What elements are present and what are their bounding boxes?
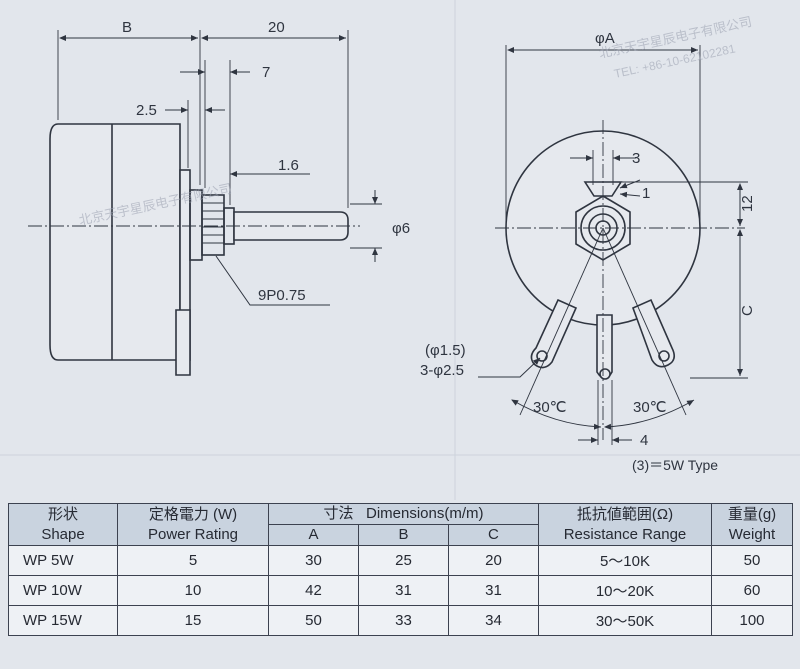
- hole-label-2: 3-φ2.5: [420, 362, 464, 379]
- header-dim-c: C: [447, 524, 540, 546]
- cell-power: 10: [117, 575, 269, 606]
- header-dimensions: 寸法 Dimensions(m/m): [268, 503, 539, 525]
- cell-power: 5: [117, 545, 269, 576]
- cell-a: 42: [268, 575, 359, 606]
- dim-1-6-label: 1.6: [278, 157, 299, 174]
- thread-label: 9P0.75: [258, 287, 306, 304]
- cell-a: 50: [268, 605, 359, 636]
- dim-phia-label: φA: [595, 30, 615, 47]
- cell-b: 25: [357, 545, 449, 576]
- type-note: (3)＝5W Type: [632, 457, 719, 473]
- table-row: WP 10W 10 42 31 31 10～20K 60: [8, 575, 793, 606]
- cell-a: 30: [268, 545, 359, 576]
- cell-shape: WP 15W: [8, 605, 118, 636]
- dim-12-label: 12: [739, 195, 756, 212]
- cell-range: 10～20K: [538, 575, 712, 606]
- dim-c-label: C: [739, 305, 756, 316]
- header-dim-a: A: [268, 524, 359, 546]
- header-dim-b: B: [357, 524, 449, 546]
- table-row: WP 15W 15 50 33 34 30～50K 100: [8, 605, 793, 636]
- angle-right-label: 30℃: [633, 399, 667, 416]
- cell-shape: WP 5W: [8, 545, 118, 576]
- side-view-labels: B 20 7 2.5 1.6 φ6 9P0.75: [122, 19, 410, 304]
- dim-2-5-label: 2.5: [136, 102, 157, 119]
- cell-weight: 50: [711, 545, 793, 576]
- cell-b: 31: [357, 575, 449, 606]
- header-weight: 重量(g) Weight: [711, 503, 793, 546]
- dim-7-label: 7: [262, 64, 270, 81]
- header-resistance: 抵抗値範囲(Ω) Resistance Range: [538, 503, 712, 546]
- cell-power: 15: [117, 605, 269, 636]
- dim-4-label: 4: [640, 432, 648, 449]
- dim-1-label: 1: [642, 185, 650, 202]
- header-power: 定格電力 (W) Power Rating: [117, 503, 269, 546]
- front-view-labels: φA 3 1 12 C (φ1.5) 3-φ2.5 30℃ 30℃ 4: [420, 30, 756, 449]
- dim-b-label: B: [122, 19, 132, 36]
- cell-range: 5～10K: [538, 545, 712, 576]
- cell-weight: 100: [711, 605, 793, 636]
- background-lines: [0, 0, 800, 500]
- cell-c: 34: [447, 605, 540, 636]
- table-row: WP 5W 5 30 25 20 5～10K 50: [8, 545, 793, 576]
- cell-c: 20: [447, 545, 540, 576]
- technical-drawing: B 20 7 2.5 1.6 φ6 9P0.75: [0, 0, 800, 500]
- cell-weight: 60: [711, 575, 793, 606]
- header-shape: 形状 Shape: [8, 503, 118, 546]
- dim-3-label: 3: [632, 150, 640, 167]
- cell-b: 33: [357, 605, 449, 636]
- dim-phi6-label: φ6: [392, 220, 410, 237]
- hole-label-1: (φ1.5): [425, 342, 466, 359]
- angle-left-label: 30℃: [533, 399, 567, 416]
- cell-range: 30～50K: [538, 605, 712, 636]
- side-view: [28, 30, 382, 376]
- spec-table: 形状 Shape 定格電力 (W) Power Rating 寸法 Dimens…: [8, 503, 793, 636]
- dim-20-label: 20: [268, 19, 285, 36]
- front-view: [478, 45, 748, 445]
- cell-shape: WP 10W: [8, 575, 118, 606]
- cell-c: 31: [447, 575, 540, 606]
